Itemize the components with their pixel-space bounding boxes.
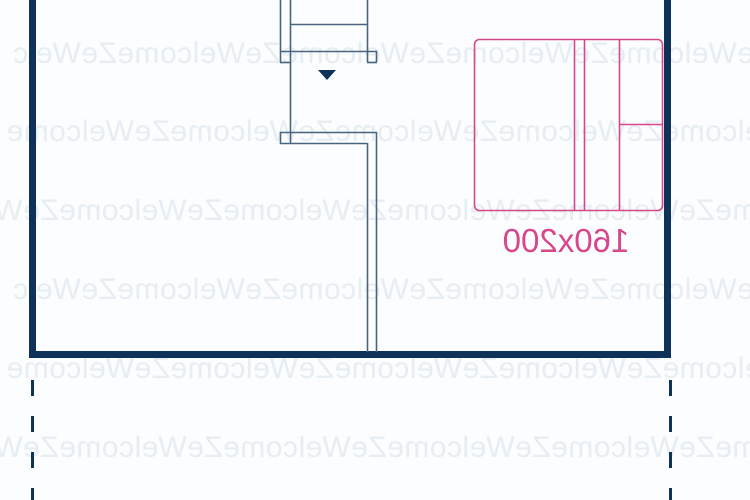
dashed-extension-right [669, 380, 672, 500]
frame-left-wall [29, 0, 36, 358]
dashed-extension-left [31, 380, 34, 500]
panel-outline [473, 38, 664, 212]
frame-right-wall [664, 0, 671, 358]
triangle-down-icon [318, 70, 336, 80]
shaft-lines [279, 0, 378, 352]
panel-dimension-label: 160x200 [502, 222, 630, 259]
frame-bottom-wall [29, 351, 671, 358]
